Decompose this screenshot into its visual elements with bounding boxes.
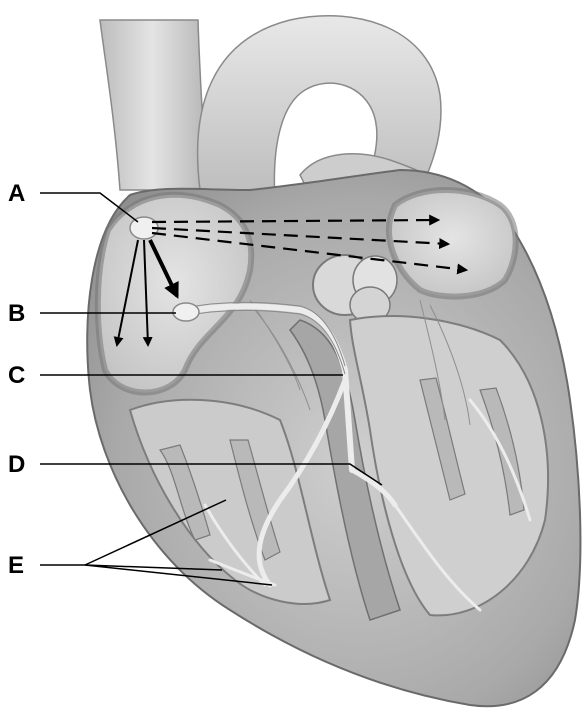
- label-d: D: [8, 451, 25, 478]
- label-c: C: [8, 362, 25, 389]
- label-a: A: [8, 180, 25, 207]
- superior-vena-cava: [100, 20, 205, 190]
- av-node: [173, 303, 199, 321]
- label-b: B: [8, 300, 25, 327]
- label-e: E: [8, 552, 24, 579]
- left-atrium: [389, 190, 516, 297]
